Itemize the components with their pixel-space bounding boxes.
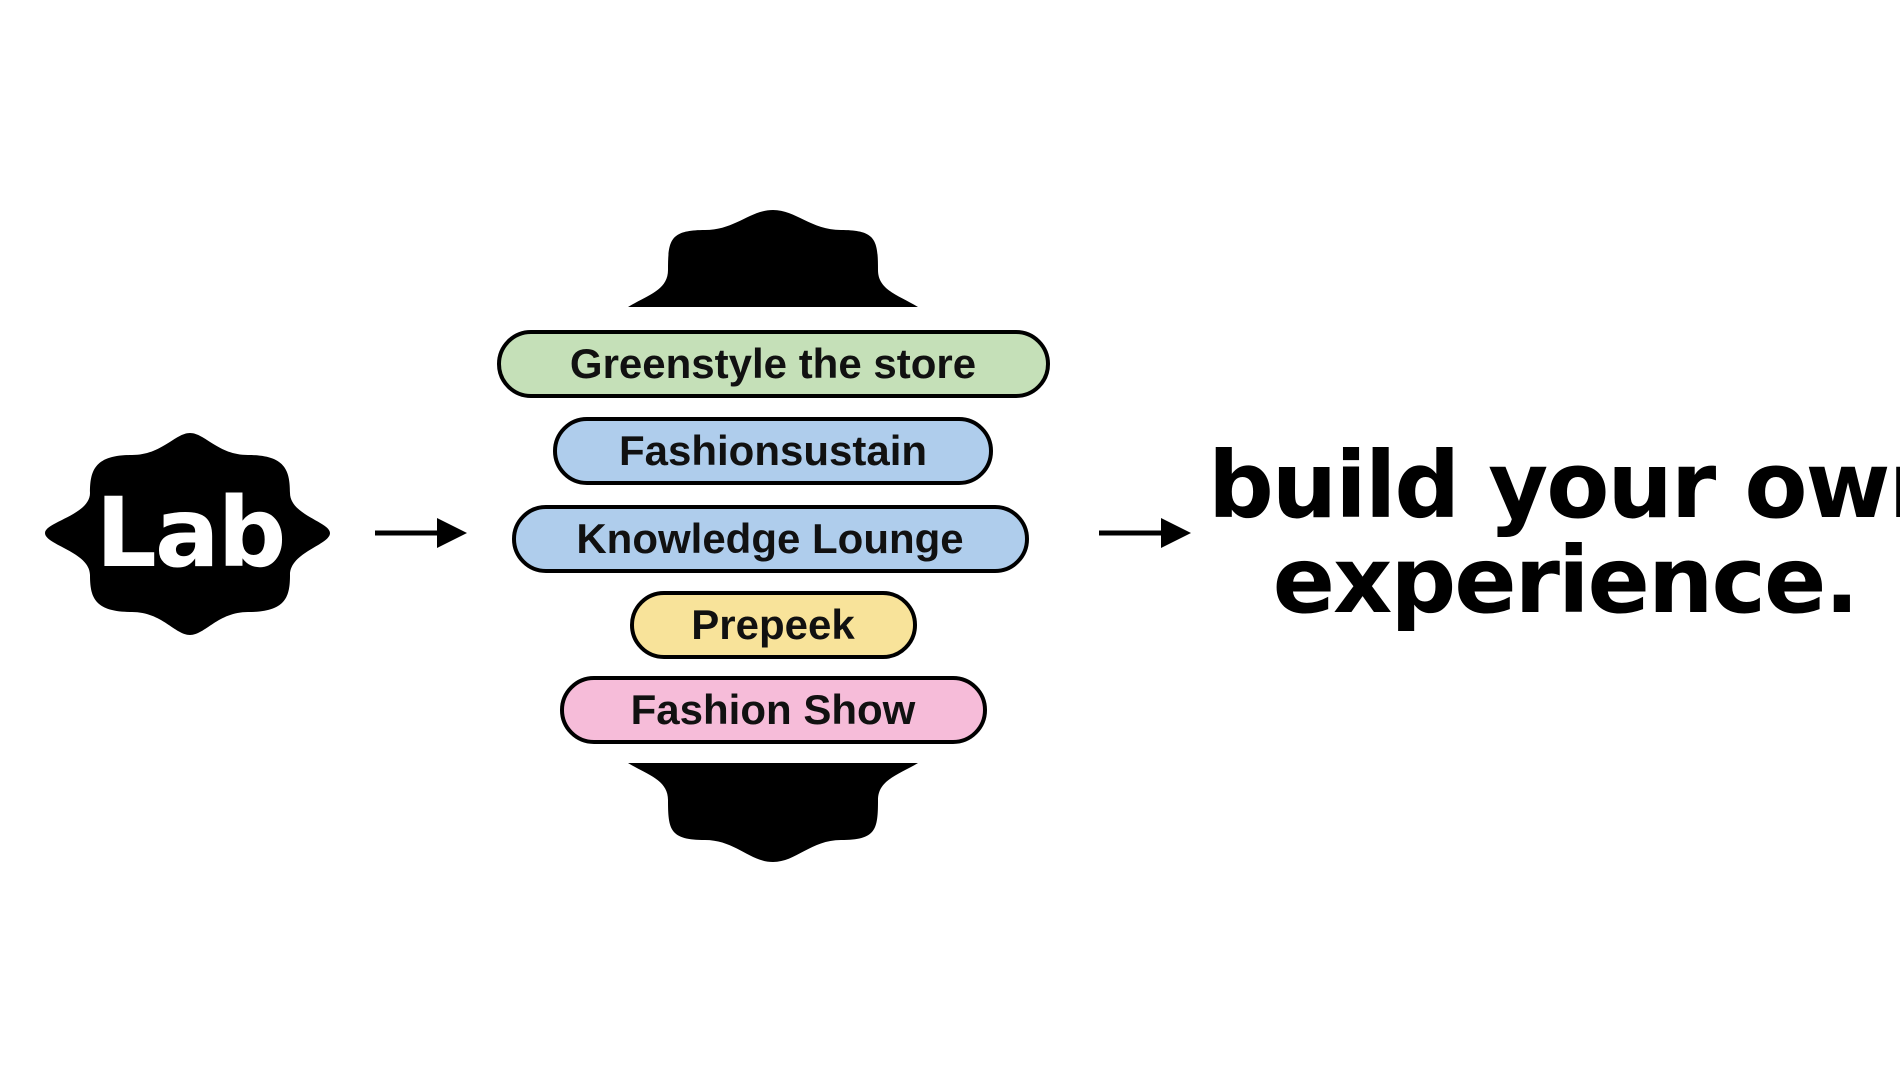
stack-top-cap bbox=[628, 210, 918, 307]
tagline: build your own experience. bbox=[1208, 432, 1900, 634]
stack-item-fashionsustain: Fashionsustain bbox=[553, 417, 993, 485]
stack-item-fashionsustain-pill bbox=[553, 417, 993, 485]
stack-item-greenstyle: Greenstyle the store bbox=[497, 330, 1050, 398]
stack-item-prepeek-pill bbox=[630, 591, 917, 659]
stack-item-knowledge-lounge: Knowledge Lounge bbox=[512, 505, 1029, 573]
stack-item-knowledge-lounge-pill bbox=[512, 505, 1029, 573]
lab-badge-shape bbox=[45, 433, 330, 635]
stack-item-greenstyle-pill bbox=[497, 330, 1050, 398]
tagline-line-2: experience. bbox=[1273, 527, 1858, 634]
stack-item-fashion-show-pill bbox=[560, 676, 987, 744]
stack-item-prepeek-label: Prepeek bbox=[691, 601, 855, 648]
stack-item-fashionsustain-label: Fashionsustain bbox=[619, 427, 927, 474]
stack-item-knowledge-lounge-label: Knowledge Lounge bbox=[576, 515, 963, 562]
stack-item-fashion-show-label: Fashion Show bbox=[631, 686, 916, 733]
stack-item-prepeek: Prepeek bbox=[630, 591, 917, 659]
stack-bottom-cap bbox=[628, 763, 918, 862]
tagline-line-1: build your own bbox=[1208, 432, 1900, 539]
lab-badge: Lab bbox=[45, 433, 330, 635]
lab-label: Lab bbox=[96, 477, 285, 589]
stack-item-greenstyle-label: Greenstyle the store bbox=[570, 340, 976, 387]
stack-item-fashion-show: Fashion Show bbox=[560, 676, 987, 744]
